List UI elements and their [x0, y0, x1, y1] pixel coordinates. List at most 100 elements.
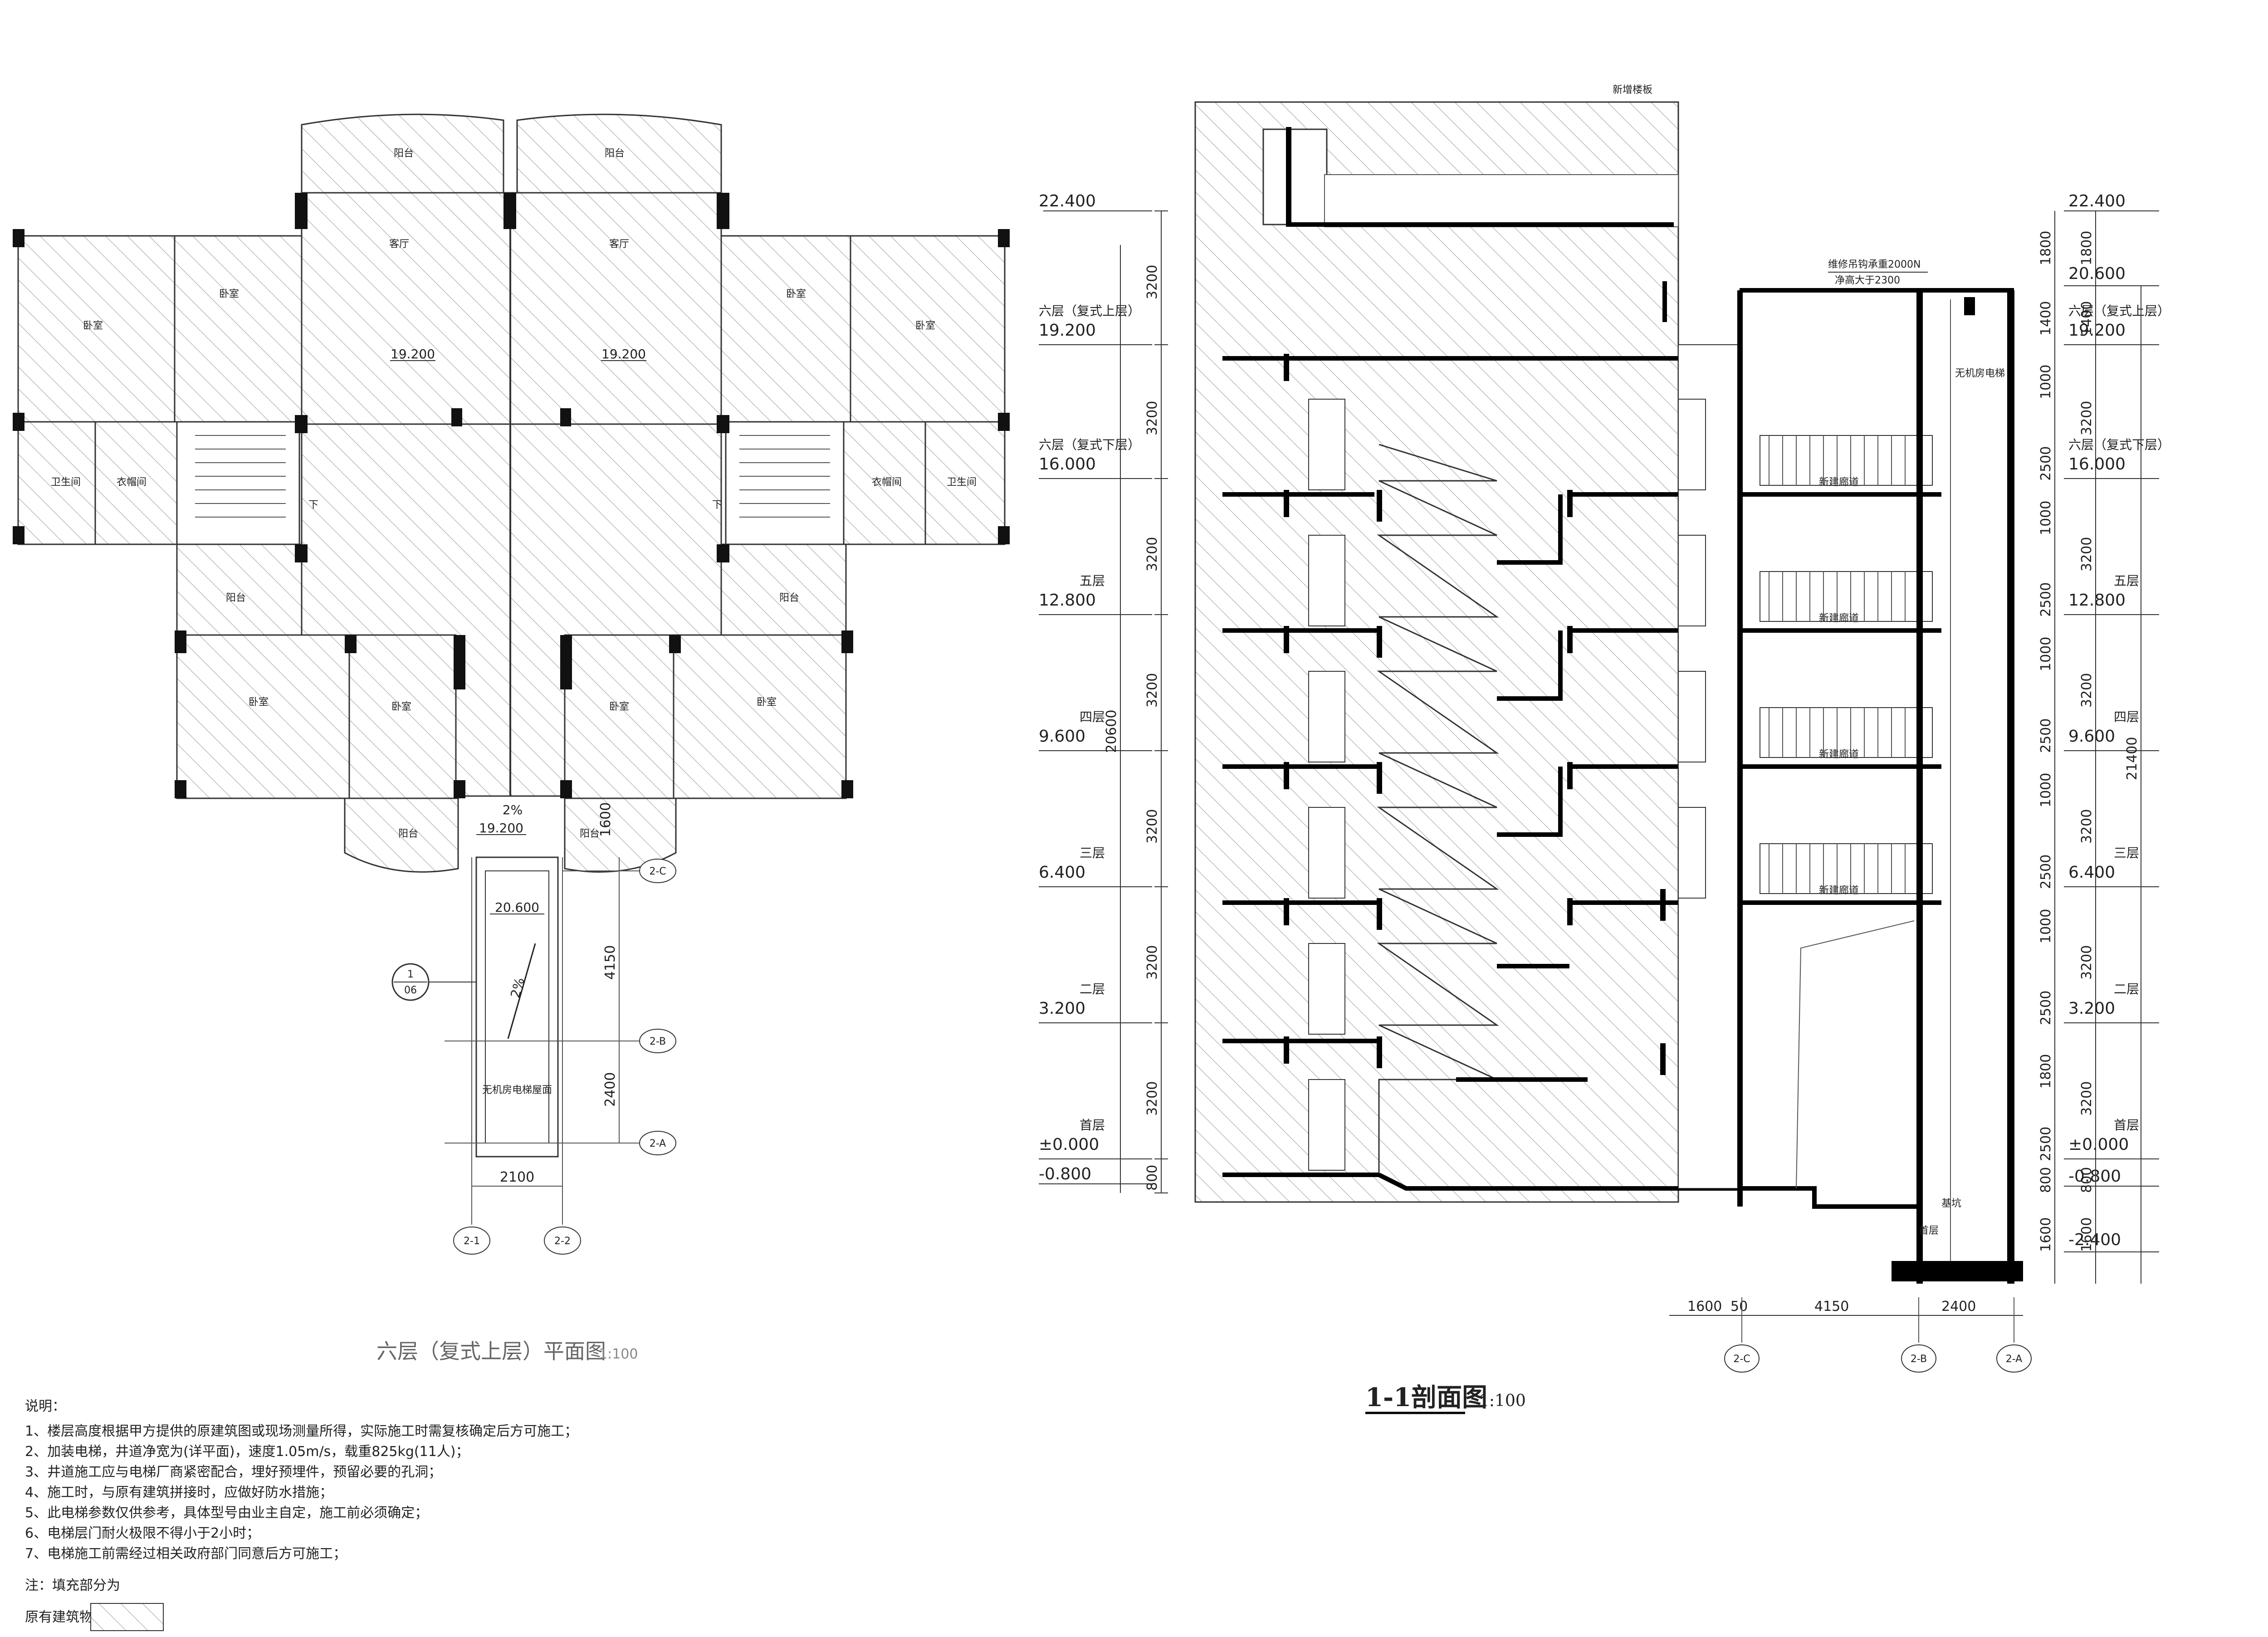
- plan-bedroom-left-b: [174, 235, 303, 423]
- right-dim1-4: 1000: [2038, 501, 2054, 535]
- notes-block: 说明： 1、楼层高度根据甲方提供的原建筑图或现场测量所得，实际施工时需复核确定后…: [25, 1398, 578, 1631]
- plan-label-balcony-tl: 阳台: [394, 148, 414, 159]
- right-level-7: 3.200: [2068, 999, 2115, 1018]
- left-level-6-lab: 二层: [1080, 982, 1105, 997]
- section-corridor-railing: [1769, 435, 1919, 894]
- right-level-4-lab: 五层: [2114, 573, 2139, 588]
- section-scale: 1:100: [1479, 1392, 1526, 1410]
- note-2: 2、加装电梯，井道净宽为(详平面)，速度1.05m/s，载重825kg(11人)…: [25, 1444, 469, 1460]
- right-level-2: 19.200: [2068, 321, 2126, 340]
- section-new-slab: 新增楼板: [1613, 84, 1652, 96]
- plan-balcony-bottom-left: [344, 797, 459, 873]
- section-axis-bubbles: [1724, 1344, 2032, 1373]
- right-dim1-2: 1000: [2038, 365, 2054, 399]
- section-machineless: 无机房电梯: [1955, 368, 2005, 379]
- plan-living-left: [301, 192, 511, 425]
- plan-dim-2400: 2400: [602, 1072, 618, 1107]
- right-dim1-0: 1800: [2038, 231, 2054, 265]
- plan-label-bedroom-3: 卧室: [786, 288, 806, 300]
- plan-axis-2c: 2-C: [649, 866, 666, 877]
- right-dim1-14: 800: [2038, 1167, 2054, 1193]
- right-dim1-12: 1800: [2038, 1054, 2054, 1089]
- right-dim1-8: 1000: [2038, 773, 2054, 807]
- right-dim1-11: 2500: [2038, 991, 2054, 1025]
- plan-scale: 1:100: [599, 1346, 638, 1362]
- section-title: 1-1剖面图: [1365, 1383, 1487, 1412]
- left-level-2-val: 16.000: [1039, 455, 1096, 474]
- plan-axis-lines: [445, 857, 640, 1225]
- plan-title: 六层（复式上层）平面图: [376, 1339, 606, 1363]
- bottom-dim-0: 1600: [1687, 1299, 1722, 1314]
- plan-stair-treads: [195, 435, 830, 518]
- right-level-5-lab: 四层: [2114, 709, 2139, 724]
- plan-label-living-right: 客厅: [609, 239, 629, 250]
- plan-shaft-roof-label: 无机房电梯屋面: [482, 1085, 552, 1096]
- right-dim1-15: 1600: [2038, 1217, 2054, 1252]
- plan-label-balcony-mr: 阳台: [779, 592, 799, 604]
- legend-swatch: [90, 1603, 164, 1631]
- right-level-3-lab: 六层（复式下层）: [2068, 437, 2170, 452]
- left-level-3-val: 12.800: [1039, 591, 1096, 610]
- plan-balcony-mid-left: [176, 543, 303, 636]
- right-level-3: 16.000: [2068, 455, 2126, 474]
- right-level-1: 20.600: [2068, 264, 2126, 283]
- section-corridor-4: 新建廊道: [1819, 749, 1859, 760]
- plan-label-bedroom-5: 卧室: [249, 697, 269, 708]
- plan-label-balcony-ml: 阳台: [226, 592, 246, 604]
- note-5: 5、此电梯参数仅供参考，具体型号由业主自定，施工前必须确定；: [25, 1505, 428, 1521]
- right-level-8: ±0.000: [2068, 1135, 2129, 1154]
- plan-bedroom-right-b: [720, 235, 851, 423]
- plan-balcony-mid-right: [720, 543, 847, 636]
- section-axis-2c: 2-C: [1733, 1354, 1750, 1365]
- bottom-dim-1: 50: [1730, 1299, 1748, 1314]
- right-dim2-1: 1400: [2079, 301, 2095, 336]
- right-dim2-4: 3200: [2079, 673, 2095, 708]
- plan-elev-right: 19.200: [601, 347, 646, 362]
- right-level-6-lab: 三层: [2114, 845, 2139, 860]
- plan-closet-right: [843, 421, 926, 545]
- right-dim2-6: 3200: [2079, 945, 2095, 980]
- plan-axis-2a: 2-A: [650, 1138, 666, 1149]
- left-level-0-val: 22.400: [1039, 192, 1096, 210]
- plan-ref-num: 1: [407, 969, 414, 980]
- left-level-2-lab: 六层（复式下层）: [1039, 437, 1140, 452]
- right-dim2-0: 1800: [2079, 231, 2095, 265]
- right-level-10: -2.400: [2068, 1231, 2121, 1249]
- right-dim1-10: 1000: [2038, 909, 2054, 943]
- plan-dim-4150: 4150: [602, 945, 618, 980]
- plan-elev-left: 19.200: [391, 347, 435, 362]
- left-level-5-val: 6.400: [1039, 863, 1085, 882]
- note-3: 3、井道施工应与电梯厂商紧密配合，埋好预埋件，预留必要的孔洞；: [25, 1464, 442, 1480]
- plan-bedroom-bl2: [348, 634, 457, 799]
- bottom-dim-2: 4150: [1814, 1299, 1849, 1314]
- left-dim-3: 3200: [1144, 673, 1160, 708]
- plan-ref-sheet: 06: [404, 985, 417, 996]
- left-dim-6: 3200: [1144, 1081, 1160, 1116]
- plan-columns: [13, 193, 1010, 798]
- right-dim2-3: 3200: [2079, 537, 2095, 572]
- right-level-8-lab: 首层: [2114, 1118, 2139, 1133]
- plan-elev-shaft: 19.200: [479, 821, 523, 836]
- section-elevator-shaft: [1737, 290, 2023, 1284]
- section-pit: 基坑: [1941, 1198, 1961, 1209]
- section-1-1: 新增楼板 维修吊钩承重2000N 净高大于2300 无机房电梯 新建廊道 新建廊…: [1039, 84, 2170, 1414]
- plan-bath-right: [924, 421, 1006, 545]
- bottom-dim-3: 2400: [1941, 1299, 1976, 1314]
- plan-balcony-top-right: [516, 113, 722, 194]
- note-4: 4、施工时，与原有建筑拼接时，应做好防水措施；: [25, 1485, 333, 1500]
- section-stair-run: [1377, 444, 1499, 1175]
- plan-label-closet-left: 衣帽间: [117, 477, 147, 488]
- plan-bedroom-left-a: [17, 235, 176, 423]
- plan-label-bedroom-2: 卧室: [219, 288, 239, 300]
- plan-label-bedroom-7: 卧室: [609, 701, 629, 713]
- note-6: 6、电梯层门耐火极限不得小于2小时；: [25, 1525, 260, 1541]
- plan-label-bath-left: 卫生间: [51, 477, 81, 488]
- plan-label-balcony-tr: 阳台: [605, 148, 625, 159]
- plan-axis-21: 2-1: [464, 1236, 480, 1247]
- plan-label-bedroom-1: 卧室: [83, 320, 103, 332]
- plan-label-bedroom-6: 卧室: [391, 701, 411, 713]
- section-right-dim-lines: [2054, 211, 2141, 1284]
- plan-living-right: [509, 192, 722, 425]
- right-dim1-1: 1400: [2038, 301, 2054, 336]
